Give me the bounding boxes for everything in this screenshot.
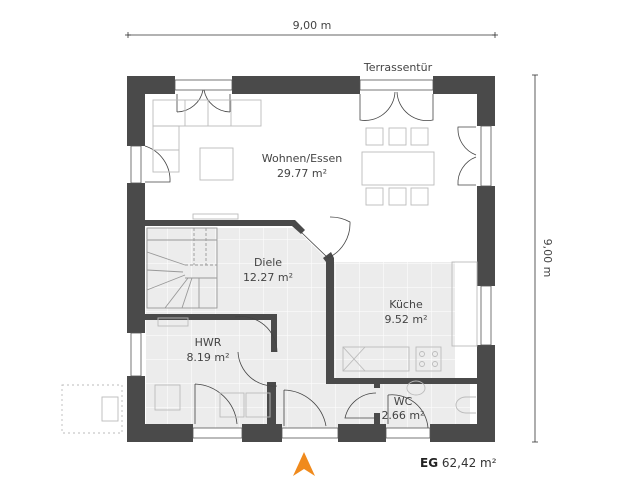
windows [130,79,492,439]
room-name-kueche: Küche [389,298,423,311]
width-label: 9,00 m [293,19,332,32]
door-swings [144,89,477,429]
room-area-hwr: 8.19 m² [186,351,229,364]
terrace-door-label: Terrassentür [363,61,433,74]
depth-label: 9,00 m [541,239,554,278]
north-arrow-icon [293,452,315,476]
room-name-diele: Diele [254,256,282,269]
inner-walls [145,220,477,427]
outer-walls [127,76,495,442]
furniture [61,99,478,434]
floor-label: EG [420,456,439,470]
room-area-wc: 2.66 m² [381,409,424,422]
room-area-kueche: 9.52 m² [384,313,427,326]
total-area-value: 62,42 m² [441,456,497,470]
room-name-hwr: HWR [195,336,222,349]
room-area-diele: 12.27 m² [243,271,293,284]
total-area: EG 62,42 m² [420,456,497,470]
width-dimension [125,32,498,38]
depth-dimension [532,74,538,443]
room-area-wohnen: 29.77 m² [277,167,327,180]
room-name-wohnen: Wohnen/Essen [262,152,343,165]
room-name-wc: WC [394,395,413,408]
